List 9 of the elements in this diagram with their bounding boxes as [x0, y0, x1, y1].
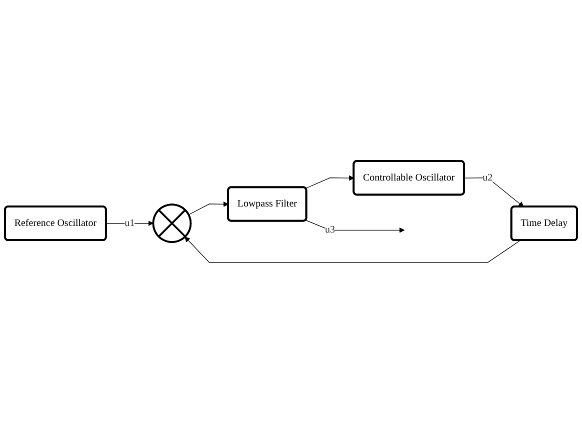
edge-label: u3 [324, 224, 335, 236]
arrow [464, 178, 524, 208]
edge-label: u2 [482, 172, 493, 184]
arrow [184, 236, 521, 264]
arrow [305, 220, 405, 234]
arrow [305, 176, 354, 189]
arrow [188, 202, 229, 216]
arrow [106, 220, 154, 226]
edge-label: u1 [124, 218, 135, 229]
